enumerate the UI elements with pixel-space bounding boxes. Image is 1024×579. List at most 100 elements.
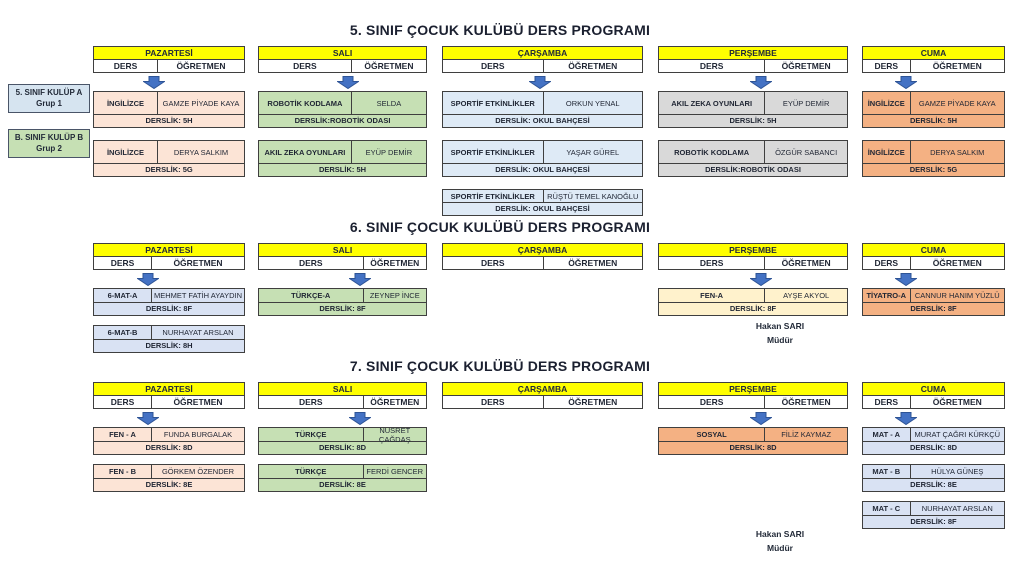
ders-header: DERS	[863, 257, 911, 269]
down-arrow-icon	[750, 273, 773, 286]
lesson-name: 6-MAT-B	[94, 326, 152, 339]
teacher-name: NURHAYAT ARSLAN	[162, 328, 234, 337]
classroom-label: DERSLİK: OKUL BAHÇESİ	[443, 163, 642, 176]
subheader-row: DERS ÖĞRETMEN	[658, 396, 848, 409]
subheader-row: DERS ÖĞRETMEN	[442, 257, 643, 270]
teacher-name: MURAT ÇAĞRI KÜRKÇÜ	[914, 430, 1001, 439]
down-arrow-icon	[336, 76, 359, 89]
subheader-row: DERS ÖĞRETMEN	[93, 60, 245, 73]
teacher-name: YAŞAR GÜREL	[566, 147, 620, 157]
schedule-section-grade5: 5. SINIF ÇOCUK KULÜBÜ DERS PROGRAMI 5. S…	[0, 22, 1024, 218]
day-header: ÇARŞAMBA	[442, 382, 643, 396]
ders-header: DERS	[443, 257, 544, 269]
down-arrow-icon	[528, 76, 551, 89]
classroom-label: DERSLİK: 8H	[94, 339, 244, 352]
ders-header: DERS	[443, 396, 544, 408]
lesson-name: FEN - A	[94, 428, 152, 441]
signature-name: Hakan SARI	[755, 529, 805, 539]
ders-header: DERS	[259, 257, 364, 269]
classroom-label: DERSLİK: OKUL BAHÇESİ	[443, 114, 642, 127]
ogretmen-header: ÖĞRETMEN	[781, 61, 831, 71]
lesson-name: TÜRKÇE	[259, 428, 364, 441]
subheader-row: DERS ÖĞRETMEN	[93, 257, 245, 270]
classroom-label: DERSLİK: 8F	[659, 302, 847, 315]
lesson-name: AKIL ZEKA OYUNLARI	[659, 92, 766, 114]
section-title: 6. SINIF ÇOCUK KULÜBÜ DERS PROGRAMI	[349, 219, 651, 235]
subheader-row: DERS ÖĞRETMEN	[862, 257, 1005, 270]
ders-header: DERS	[94, 60, 158, 72]
lesson-name: İNGİLİZCE	[863, 141, 911, 163]
teacher-name: HÜLYA GÜNEŞ	[931, 467, 984, 476]
teacher-name: FERDİ GENCER	[366, 467, 424, 476]
teacher-name: EYÜP DEMİR	[782, 98, 830, 108]
day-header: PAZARTESİ	[93, 382, 245, 396]
day-header: PAZARTESİ	[93, 46, 245, 60]
teacher-name: ORKUN YENAL	[565, 98, 620, 108]
teacher-name: CANNUR HANIM YÜZLÜ	[914, 291, 1000, 300]
ders-header: DERS	[259, 60, 352, 72]
subheader-row: DERS ÖĞRETMEN	[862, 396, 1005, 409]
teacher-name: ZEYNEP İNCE	[369, 291, 420, 300]
subheader-row: DERS ÖĞRETMEN	[442, 396, 643, 409]
day-header: PERŞEMBE	[658, 243, 848, 257]
group-label-b: B. SINIF KULÜP B Grup 2	[8, 129, 90, 158]
teacher-name: GAMZE PİYADE KAYA	[918, 98, 996, 108]
day-column-carsamba: ÇARŞAMBA DERS ÖĞRETMEN SPORTİF ETKİNLİKL…	[442, 46, 643, 228]
ders-header: DERS	[443, 60, 544, 72]
ogretmen-header: ÖĞRETMEN	[173, 397, 223, 407]
ogretmen-header: ÖĞRETMEN	[364, 61, 414, 71]
lesson-name: SOSYAL	[659, 428, 766, 441]
classroom-label: DERSLİK:ROBOTİK ODASI	[259, 114, 426, 127]
teacher-name: DERYA SALKIM	[930, 147, 985, 157]
schedule-section-grade7: 7. SINIF ÇOCUK KULÜBÜ DERS PROGRAMI PAZA…	[0, 358, 1024, 579]
day-header: CUMA	[862, 382, 1005, 396]
teacher-name: SELDA	[376, 98, 402, 108]
down-arrow-icon	[895, 76, 918, 89]
down-arrow-icon	[750, 412, 773, 425]
ders-header: DERS	[659, 60, 766, 72]
subheader-row: DERS ÖĞRETMEN	[862, 60, 1005, 73]
subheader-row: DERS ÖĞRETMEN	[258, 257, 427, 270]
ogretmen-header: ÖĞRETMEN	[173, 258, 223, 268]
ogretmen-header: ÖĞRETMEN	[568, 61, 618, 71]
lesson-card: AKIL ZEKA OYUNLARI EYÜP DEMİR DERSLİK: 5H	[658, 91, 848, 128]
classroom-label: DERSLİK:ROBOTİK ODASI	[659, 163, 847, 176]
teacher-name: ÖZGÜR SABANCI	[775, 147, 838, 157]
lesson-name: SPORTİF ETKİNLİKLER	[443, 141, 544, 163]
day-column-persembe: PERŞEMBE DERS ÖĞRETMEN AKIL ZEKA OYUNLAR…	[658, 46, 848, 189]
ogretmen-header: ÖĞRETMEN	[176, 61, 226, 71]
group-label-a: 5. SINIF KULÜP A Grup 1	[8, 84, 90, 113]
classroom-label: DERSLİK: 5H	[659, 114, 847, 127]
lesson-name: MAT - B	[863, 465, 911, 478]
classroom-label: DERSLİK: 8D	[259, 441, 426, 454]
classroom-label: DERSLİK: 8D	[863, 441, 1004, 454]
ogretmen-header: ÖĞRETMEN	[932, 258, 982, 268]
down-arrow-icon	[895, 273, 918, 286]
down-arrow-icon	[348, 412, 371, 425]
classroom-label: DERSLİK: 8D	[94, 441, 244, 454]
classroom-label: DERSLİK: 8E	[259, 478, 426, 491]
lesson-name: ROBOTİK KODLAMA	[659, 141, 766, 163]
down-arrow-icon	[136, 273, 159, 286]
classroom-label: DERSLİK: 5G	[94, 163, 244, 176]
classroom-label: DERSLİK: 5H	[863, 114, 1004, 127]
teacher-name: DERYA SALKIM	[173, 147, 229, 157]
signature-title: Müdür	[767, 543, 793, 553]
day-header: PERŞEMBE	[658, 46, 848, 60]
group-label-line2: Grup 1	[36, 99, 62, 108]
